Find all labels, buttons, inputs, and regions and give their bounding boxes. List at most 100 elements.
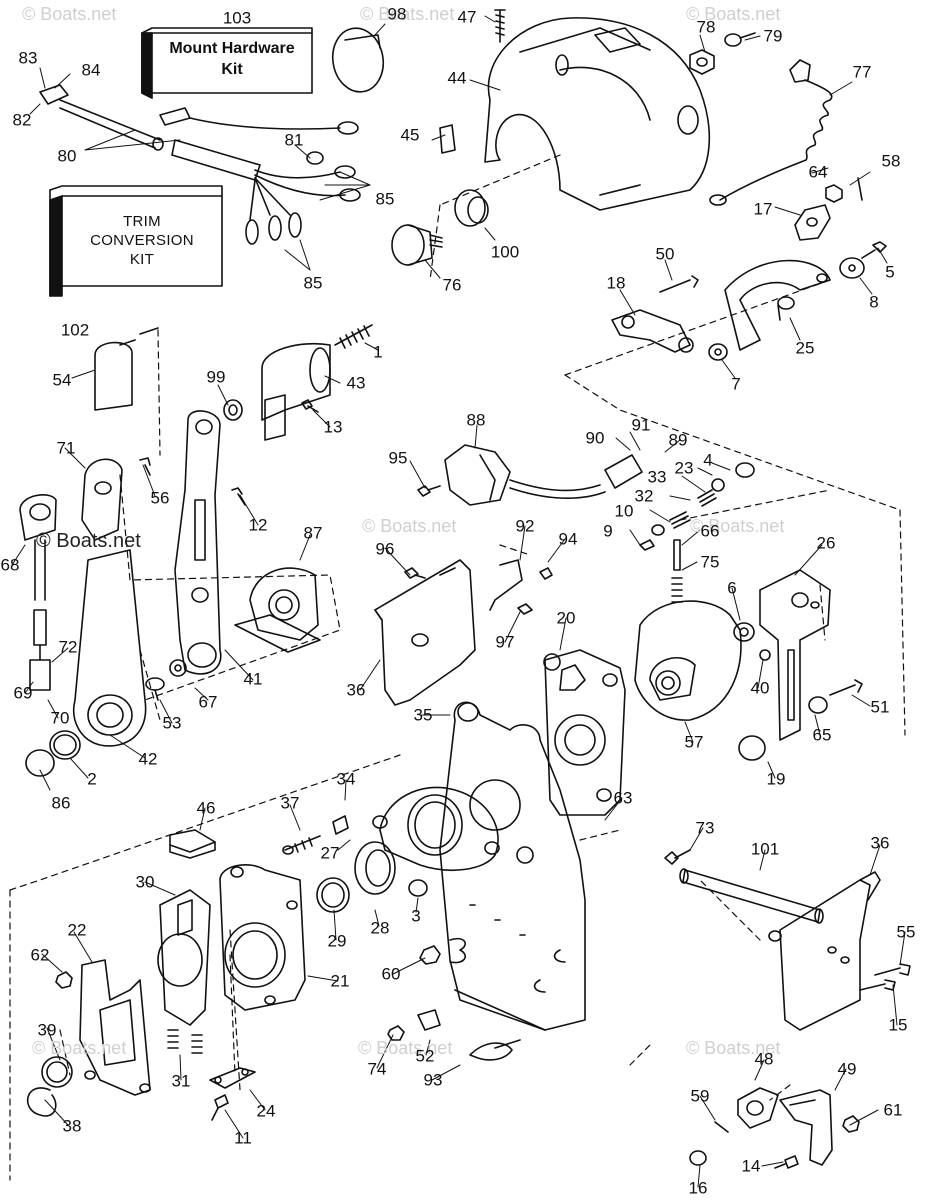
- tie-93-part: [469, 1039, 521, 1061]
- cap-16-part: [689, 1150, 707, 1166]
- screw-washer-53-67-part: [145, 659, 187, 701]
- callout-55: 55: [896, 922, 916, 942]
- callout-63: 63: [613, 788, 633, 808]
- callout-56: 56: [150, 488, 170, 508]
- nut-61-part: [842, 1115, 860, 1133]
- lanyard-coil-part: [709, 59, 833, 206]
- callout-103: 103: [222, 8, 252, 28]
- callout-7: 7: [731, 374, 741, 394]
- callout-71: 71: [56, 438, 76, 458]
- callout-76: 76: [442, 275, 462, 295]
- gasket-30-part: [157, 889, 211, 1026]
- callout-100: 100: [490, 242, 520, 262]
- callout-68: 68: [0, 555, 20, 575]
- callout-26: 26: [816, 533, 836, 553]
- control-housing-part: [543, 649, 626, 816]
- callout-69: 69: [13, 683, 33, 703]
- callout-12: 12: [248, 515, 268, 535]
- callout-82: 82: [12, 110, 32, 130]
- callout-45: 45: [400, 125, 420, 145]
- callout-9: 9: [603, 521, 613, 541]
- leader-lines: [11, 15, 906, 1188]
- callout-22: 22: [67, 920, 87, 940]
- callout-36a: 36: [346, 680, 366, 700]
- mount-hardware-kit-box: [141, 27, 313, 99]
- callout-50: 50: [655, 244, 675, 264]
- callout-81: 81: [284, 130, 304, 150]
- clip-part: [794, 204, 831, 241]
- callout-48: 48: [754, 1049, 774, 1069]
- mount-hardware-kit-label: Mount Hardware Kit: [152, 38, 312, 80]
- callout-84: 84: [81, 60, 101, 80]
- plate-24-part: [209, 1067, 256, 1089]
- callout-78: 78: [696, 17, 716, 37]
- mounting-plate-lower-part: [768, 871, 881, 1031]
- clip-52-part: [417, 1009, 441, 1031]
- callout-62: 62: [30, 945, 50, 965]
- callout-51: 51: [870, 697, 890, 717]
- ring-29-part: [316, 877, 350, 913]
- callout-42: 42: [138, 749, 158, 769]
- callout-23: 23: [674, 458, 694, 478]
- nut-and-screw-parts: [689, 32, 756, 75]
- callout-1: 1: [373, 342, 383, 362]
- screw-73-part: [664, 849, 691, 865]
- callout-80: 80: [57, 146, 77, 166]
- pin-misc-part: [139, 327, 159, 335]
- trim-conversion-kit-label: TRIM CONVERSION KIT: [62, 212, 222, 269]
- handle-grip-part: [94, 339, 136, 411]
- callout-4: 4: [703, 450, 713, 470]
- spring-part: [334, 324, 373, 349]
- nut-and-pin-parts: [825, 177, 863, 203]
- screw-11-part: [211, 1094, 229, 1121]
- mount-hardware-kit-line2: Kit: [221, 61, 243, 78]
- main-mounting-plate-part: [439, 701, 586, 1031]
- callout-39: 39: [37, 1020, 57, 1040]
- callout-67: 67: [198, 692, 218, 712]
- trim-conversion-kit-line2: CONVERSION: [90, 232, 194, 249]
- callout-15: 15: [888, 1015, 908, 1035]
- callout-99: 99: [206, 367, 226, 387]
- callout-85a: 85: [375, 189, 395, 209]
- callout-8: 8: [869, 292, 879, 312]
- callout-86: 86: [51, 793, 71, 813]
- callout-93: 93: [423, 1070, 443, 1090]
- watermark-top-left: © Boats.net: [22, 4, 117, 24]
- callout-16: 16: [688, 1178, 708, 1198]
- callout-53: 53: [162, 713, 182, 733]
- callout-102: 102: [60, 320, 90, 340]
- callout-37: 37: [280, 793, 300, 813]
- screw-small-part: [301, 399, 319, 413]
- detent-small-parts: [639, 462, 755, 603]
- nut-74-part: [387, 1025, 405, 1041]
- callout-90: 90: [585, 428, 605, 448]
- callout-33: 33: [647, 467, 667, 487]
- callout-19: 19: [766, 769, 786, 789]
- shift-cam-part: [634, 600, 742, 721]
- callout-21: 21: [330, 971, 350, 991]
- callout-97: 97: [495, 632, 515, 652]
- callout-96: 96: [375, 539, 395, 559]
- callout-25: 25: [795, 338, 815, 358]
- watermark-mid-left: © Boats.net: [36, 530, 141, 552]
- plug-part: [439, 124, 456, 154]
- callout-94: 94: [558, 529, 578, 549]
- watermark-top-right: © Boats.net: [686, 4, 781, 24]
- callout-60: 60: [381, 964, 401, 984]
- watermark-mid-center: © Boats.net: [362, 516, 457, 536]
- callout-18: 18: [606, 273, 626, 293]
- mount-hardware-kit-line1: Mount Hardware: [169, 40, 295, 57]
- callout-74: 74: [367, 1059, 387, 1079]
- pad-part: [169, 829, 216, 859]
- screw-14-part: [774, 1155, 799, 1169]
- callout-40: 40: [750, 678, 770, 698]
- callout-65: 65: [812, 725, 832, 745]
- plug-3-part: [408, 879, 428, 897]
- screw-12-part: [231, 487, 246, 506]
- callout-38: 38: [62, 1116, 82, 1136]
- callout-49: 49: [837, 1059, 857, 1079]
- control-handle-part: [73, 549, 147, 747]
- watermark-top-center: © Boats.net: [360, 4, 455, 24]
- mounting-plate-upper-part: [374, 559, 476, 706]
